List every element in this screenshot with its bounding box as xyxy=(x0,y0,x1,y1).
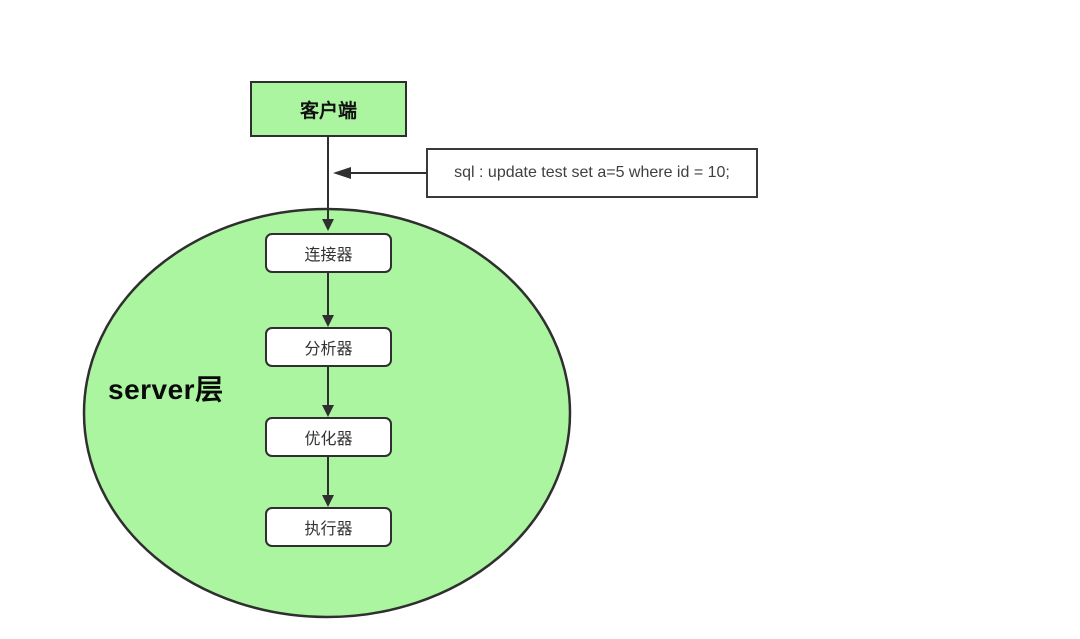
connector-node-label: 连接器 xyxy=(304,247,353,264)
sql-note-label: sql : update test set a=5 where id = 10; xyxy=(454,164,730,181)
executor-node: 执行器 xyxy=(265,507,392,547)
client-to-connector-arrowhead-icon xyxy=(322,219,334,231)
client-node: 客户端 xyxy=(250,81,407,137)
optimizer-node-label: 优化器 xyxy=(304,431,353,448)
optimizer-to-executor-arrowhead-icon xyxy=(322,495,334,507)
analyzer-node-label: 分析器 xyxy=(304,341,353,358)
executor-node-label: 执行器 xyxy=(304,521,353,538)
sql-note-arrowhead-icon xyxy=(333,167,351,179)
sql-note-box: sql : update test set a=5 where id = 10; xyxy=(426,148,758,198)
optimizer-node: 优化器 xyxy=(265,417,392,457)
analyzer-node: 分析器 xyxy=(265,327,392,367)
client-node-label: 客户端 xyxy=(299,100,357,122)
server-layer-label: server层 xyxy=(108,374,224,405)
analyzer-to-optimizer-arrowhead-icon xyxy=(322,405,334,417)
connector-node: 连接器 xyxy=(265,233,392,273)
connector-to-analyzer-arrowhead-icon xyxy=(322,315,334,327)
